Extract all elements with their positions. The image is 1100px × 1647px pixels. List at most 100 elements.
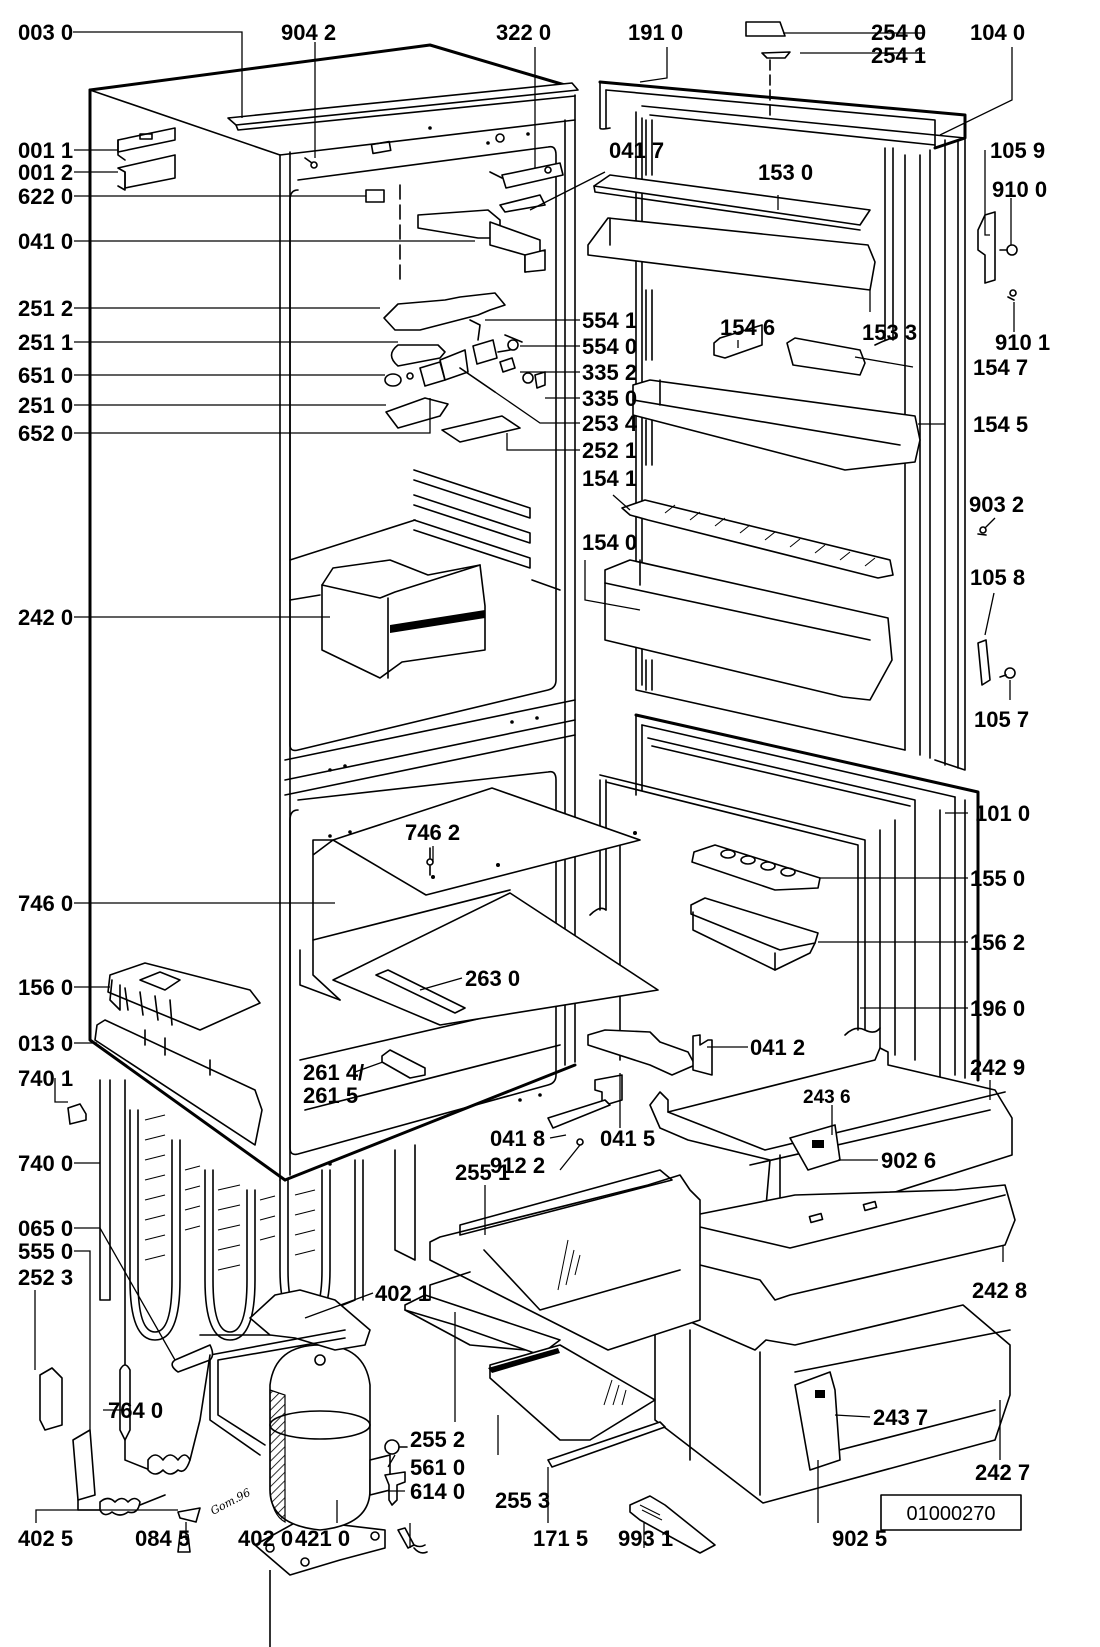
upper-door [598,80,967,771]
capillary-part [119,1079,211,1475]
screw-910-0 [999,244,1018,256]
part-label-402-1: 402 1 [375,1281,430,1306]
part-label-001-1: 001 1 [18,138,73,163]
screw-912-2 [576,1138,584,1146]
compressor-bracket-part [249,1289,371,1351]
part-label-254-0: 254 0 [871,20,926,45]
part-label-622-0: 622 0 [18,184,73,209]
bracket-parts [117,127,176,191]
connector-block-part [67,1103,87,1125]
screw-part [304,157,313,164]
part-label-764-0: 764 0 [108,1398,163,1423]
part-label-084-5: 084 5 [135,1526,190,1551]
leader-lines [34,31,1015,1548]
part-label-243-7: 243 7 [873,1405,928,1430]
part-label-105-8: 105 8 [970,565,1025,590]
part-label-041-0: 041 0 [18,229,73,254]
glass-shelf-part [429,1169,701,1351]
grommet-561-0 [384,1439,408,1455]
cabinet-body [88,43,577,1182]
egg-tray-part [691,844,821,891]
part-label-261-5: 261 5 [303,1083,358,1108]
drier-tube-part [171,1344,214,1373]
lamp-cover-part [383,292,506,331]
part-label-243-6: 243 6 [803,1087,851,1108]
part-label-154-6: 154 6 [720,315,775,340]
part-label-402-0: 402 0 [238,1526,293,1551]
drawer-242-9-part [649,1047,1013,1219]
switch-part [365,189,385,203]
part-label-740-0: 740 0 [18,1151,73,1176]
part-label-651-0: 651 0 [18,363,73,388]
part-label-154-0: 154 0 [582,530,637,555]
thermostat-housing-part [39,1367,63,1431]
lamp-assembly-parts [384,319,546,393]
part-label-255-1: 255 1 [455,1160,510,1185]
part-label-402-5: 402 5 [18,1526,73,1551]
bottle-rail-part [621,499,894,579]
ice-tray-part [107,962,261,1031]
glass-shelf-rear-part [489,1344,656,1441]
part-label-101-0: 101 0 [975,801,1030,826]
part-label-335-0: 335 0 [582,386,637,411]
part-label-003-0: 003 0 [18,20,73,45]
middle-hinge-part [587,1029,713,1076]
handle-clip-part [761,51,791,59]
part-label-746-2: 746 2 [405,820,460,845]
clip-402-5-part [177,1507,201,1523]
part-label-041-7: 041 7 [609,138,664,163]
control-cover-part [385,397,449,429]
plug-614-0 [384,1471,406,1506]
part-label-255-3: 255 3 [495,1488,550,1513]
part-label-652-0: 652 0 [18,421,73,446]
hinge-plate-041-8-part [547,1099,611,1129]
hinge-plate-part [501,162,564,189]
part-label-910-0: 910 0 [992,177,1047,202]
drain-channel-part [94,1019,263,1146]
capacitor-421-0 [397,1527,428,1554]
door-shelf-upper-part [632,379,921,471]
part-label-902-6: 902 6 [881,1148,936,1173]
control-panel-part [441,415,521,443]
part-label-153-3: 153 3 [862,320,917,345]
part-label-242-7: 242 7 [975,1460,1030,1485]
part-label-041-2: 041 2 [750,1035,805,1060]
lower-door [589,713,980,1086]
part-label-912-2: 912 2 [490,1153,545,1178]
handle-cap-part [745,21,786,37]
top-hinge-part [417,194,546,273]
top-trim-part [227,82,579,126]
butter-box-part [690,897,819,971]
part-label-001-2: 001 2 [18,160,73,185]
part-label-154-5: 154 5 [973,412,1028,437]
part-label-191-0: 191 0 [628,20,683,45]
part-label-196-0: 196 0 [970,996,1025,1021]
compressor-part [254,1344,391,1647]
part-label-041-8: 041 8 [490,1126,545,1151]
part-label-903-2: 903 2 [969,492,1024,517]
part-label-746-0: 746 0 [18,891,73,916]
part-label-251-0: 251 0 [18,393,73,418]
part-label-322-0: 322 0 [496,20,551,45]
part-label-740-1: 740 1 [18,1066,73,1091]
stop-block-part [381,1049,426,1079]
part-label-156-0: 156 0 [18,975,73,1000]
hinge-bracket-part [977,211,996,284]
freezer-flap-part [299,787,659,1026]
fridge-crisper-part [321,559,486,679]
part-label-171-5: 171 5 [533,1526,588,1551]
part-label-254-1: 254 1 [871,43,926,68]
part-label-253-4: 253 4 [582,411,638,436]
divider-clip-part [786,337,866,376]
door-shelf-lower-part [604,559,893,701]
part-label-251-1: 251 1 [18,330,73,355]
drawer-242-7-part [654,1304,1011,1504]
part-label-263-0: 263 0 [465,966,520,991]
part-label-421-0: 421 0 [295,1526,350,1551]
screw-903-2 [977,526,987,536]
part-label-554-0: 554 0 [582,334,637,359]
part-label-242-9: 242 9 [970,1055,1025,1080]
ice-scraper-part [629,1495,716,1554]
part-label-013-0: 013 0 [18,1031,73,1056]
